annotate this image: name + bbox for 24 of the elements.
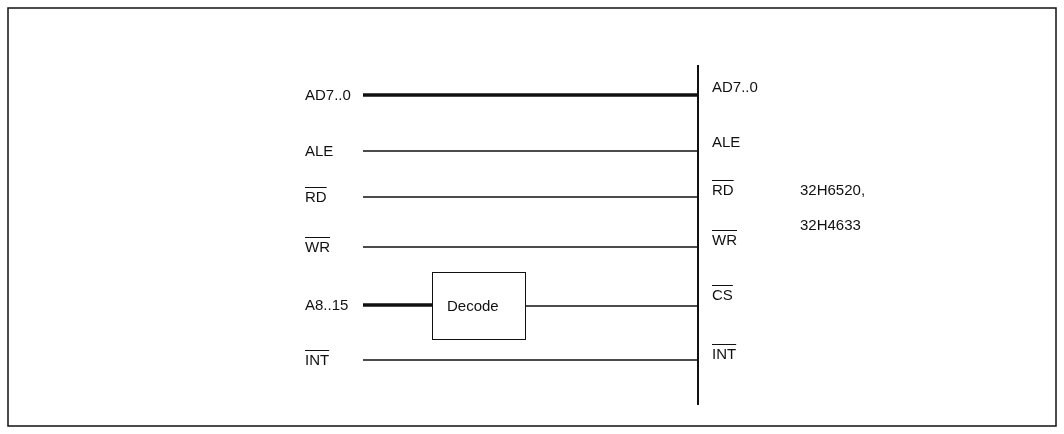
signal-label: AD7..0 (305, 86, 363, 104)
signal-label: INT (305, 351, 363, 369)
signal-line (525, 305, 698, 307)
signal-line (363, 93, 697, 97)
signal-label: A8..15 (305, 296, 363, 314)
signal-line (362, 359, 698, 361)
pin-label: ALE (712, 133, 741, 151)
bus-line (697, 65, 699, 405)
signal-line (363, 303, 432, 307)
pin-label: CS (712, 286, 733, 304)
decode-label: Decode (447, 297, 499, 315)
pin-label: RD (712, 181, 734, 199)
signal-label: ALE (305, 142, 363, 160)
decode-box (432, 272, 526, 340)
signal-label: RD (305, 188, 363, 206)
pin-label: WR (712, 231, 737, 249)
pin-label: INT (712, 345, 737, 363)
part-number: 32H4633 (800, 216, 861, 234)
signal-line (362, 196, 698, 198)
signal-line (362, 150, 698, 152)
signal-line (362, 246, 698, 248)
signal-label: WR (305, 238, 363, 256)
part-number: 32H6520, (800, 181, 866, 199)
pin-label: AD7..0 (712, 78, 758, 96)
